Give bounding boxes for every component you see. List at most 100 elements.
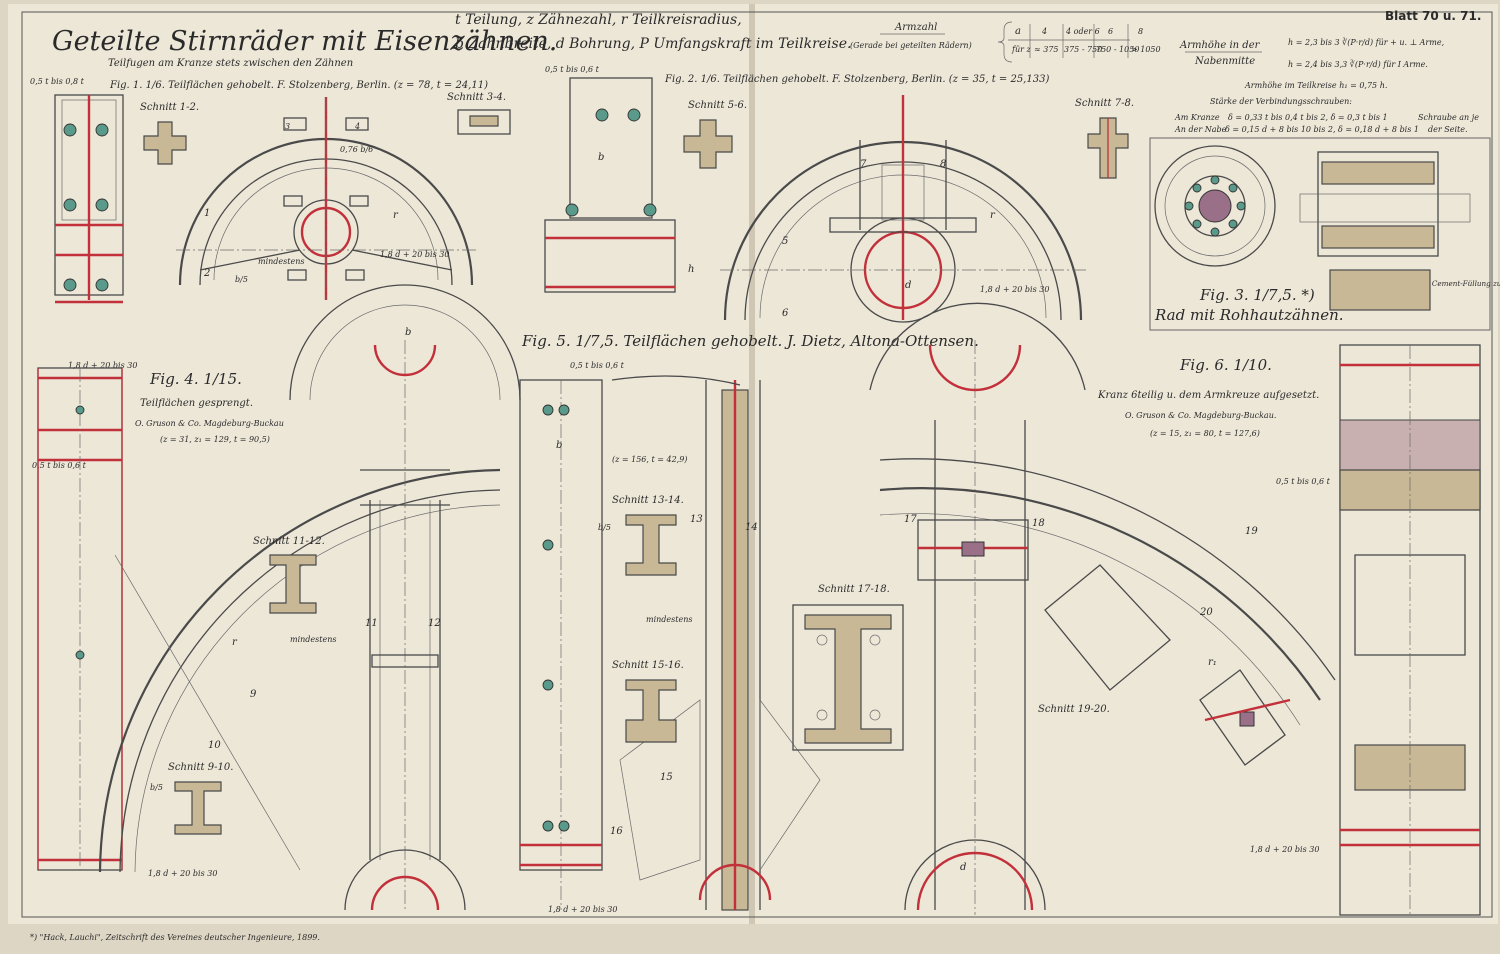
fig5-label-14: 14 — [745, 522, 758, 533]
armzahl-range-3: 750 - 1050 — [1096, 45, 1139, 54]
armzahl-note: (Gerade bei geteilten Rädern) — [850, 41, 972, 50]
fig4-bottom-dim: 1,8 d + 20 bis 30 — [148, 869, 217, 878]
sheet-border — [21, 11, 1493, 918]
fig5-label-16: 16 — [610, 826, 623, 837]
section-I-shape — [269, 554, 317, 614]
fig2-dim-top: 0,5 t bis 0,6 t — [545, 65, 600, 74]
figure-5: Fig. 5. 1/7,5. Teilflächen gehobelt. J. … — [519, 332, 979, 914]
fig5-caption: Fig. 5. 1/7,5. Teilflächen gehobelt. J. … — [521, 332, 979, 350]
fig1-hub-dim: 1,8 d + 20 bis 30 — [380, 250, 449, 259]
armhoehe-label-1: Armhöhe in der — [1179, 40, 1261, 51]
fig6-wheel — [869, 302, 1336, 915]
fig6-line-1: Kranz 6teilig u. dem Armkreuze aufgesetz… — [1097, 390, 1319, 401]
fig4-label-12: 12 — [428, 618, 441, 629]
armzahl-range-4: > 1050 — [1131, 45, 1161, 54]
fig1-b-over-5: b/5 — [235, 275, 248, 284]
fig1-label-1: 1 — [204, 208, 210, 219]
armzahl-range-2: 375 - 750 — [1064, 45, 1102, 54]
armzahl-value-2: 4 oder 6 — [1065, 27, 1100, 36]
armzahl-value-3: 6 — [1108, 27, 1113, 36]
fig6-line-2: O. Gruson & Co. Magdeburg-Buckau. — [1125, 411, 1276, 420]
fig1-label-3: 3 — [285, 122, 290, 131]
fig1-caption: Fig. 1. 1/6. Teilflächen gehobelt. F. St… — [109, 80, 488, 91]
fig3-side-view — [1317, 151, 1439, 257]
bolt-hole — [63, 278, 77, 292]
an-der-nabe-formula: δ = 0,15 d + 8 bis 10 bis 2, δ = 0,18 d … — [1225, 125, 1419, 134]
fig3-cement-note: Cement-Füllung zur Vermeidung des Lösens… — [1432, 279, 1500, 288]
bolt-hole — [95, 123, 109, 137]
fig5-label-15: 15 — [660, 772, 673, 783]
fig5-mindestens: mindestens — [646, 615, 692, 624]
sheet-subtitle: Teilfugen am Kranze stets zwischen den Z… — [108, 58, 353, 69]
fig5-schnitt-1516: Schnitt 15-16. — [612, 660, 684, 671]
an-der-nabe-label: An der Nabe — [1174, 125, 1227, 134]
bolt-hole — [95, 198, 109, 212]
section-1718-frame — [792, 604, 904, 751]
fig6-d-label: d — [960, 862, 966, 873]
figure-3: Fig. 3. 1/7,5. *) Rad mit Rohhautzähnen.… — [1149, 137, 1500, 331]
fig4-r-label: r — [232, 637, 238, 648]
fig4-mid-dim: 0,5 t bis 0,6 t — [32, 461, 87, 470]
fig6-side-dim: 0,5 t bis 0,6 t — [1276, 477, 1331, 486]
schrauben-title: Stärke der Verbindungsschrauben: — [1210, 97, 1352, 106]
fig2-label-6: 6 — [782, 308, 789, 319]
figure-2: Fig. 2. 1/6. Teilflächen gehobelt. F. St… — [544, 65, 1134, 323]
fig1-r-label: r — [393, 210, 399, 221]
fig5-bottom-dim: 1,8 d + 20 bis 30 — [548, 905, 617, 914]
bolt-hole — [595, 108, 609, 122]
fig6-label-17: 17 — [904, 514, 917, 525]
fig5-dim-top: 0,5 t bis 0,6 t — [570, 361, 625, 370]
armzahl-value-1: 4 — [1041, 27, 1047, 36]
armzahl-value-4: 8 — [1138, 27, 1143, 36]
legend-line-1: t Teilung, z Zähnezahl, r Teilkreisradiu… — [455, 12, 742, 28]
figure-6: Fig. 6. 1/10. Kranz 6teilig u. dem Armkr… — [792, 302, 1481, 916]
armhoehe-label-2: Nabenmitte — [1194, 56, 1255, 67]
fig4-line-2: O. Gruson & Co. Magdeburg-Buckau — [135, 419, 284, 428]
fig5-side-view — [519, 379, 603, 910]
fig6-r1-label: r₁ — [1208, 657, 1217, 668]
schrauben-note-1: Schraube an je — [1418, 113, 1479, 122]
fig4-label-9: 9 — [250, 689, 257, 700]
bolt-hole — [643, 203, 657, 217]
bolt-hole — [627, 108, 641, 122]
legend-line-2: b Zahnbreite, d Bohrung, P Umfangskraft … — [455, 36, 851, 52]
fig5-b-label: b — [556, 440, 562, 451]
fig1-schnitt-34: Schnitt 3-4. — [447, 92, 506, 103]
fig2-d-label: d — [905, 280, 911, 291]
fig1-schnitt-12: Schnitt 1-2. — [140, 102, 199, 113]
schrauben-note-2: der Seite. — [1428, 125, 1468, 134]
armzahl-a: a — [1015, 26, 1021, 37]
armzahl-range-1: ≈ 375 — [1034, 45, 1059, 54]
fig6-label-18: 18 — [1032, 518, 1045, 529]
sheet-title: Geteilte Stirnräder mit Eisenzähnen. — [52, 26, 557, 57]
fig2-r-label: r — [990, 210, 996, 221]
fig5-label-13: 13 — [690, 514, 703, 525]
section-I-shape — [625, 514, 677, 576]
armzahl-fuer-z: für z — [1011, 45, 1031, 54]
fig4-mindestens: mindestens — [290, 635, 336, 644]
section-cross-shape — [143, 121, 187, 165]
fig2-hub-dim: 1,8 d + 20 bis 30 — [980, 285, 1049, 294]
section-I-shape — [804, 614, 892, 744]
fig6-side-view — [1339, 344, 1481, 916]
section-I-shape — [625, 679, 677, 743]
fig4-params: (z = 31, z₁ = 129, t = 90,5) — [160, 435, 270, 444]
section-cross-shape — [683, 119, 733, 169]
fig4-schnitt-910: Schnitt 9-10. — [168, 762, 233, 773]
am-kranze-label: Am Kranze — [1174, 113, 1220, 122]
fig3-subcaption: Rad mit Rohhautzähnen. — [1154, 306, 1344, 324]
fig6-label-19: 19 — [1245, 526, 1258, 537]
armzahl-title: Armzahl — [894, 22, 937, 33]
bolt-hole — [95, 278, 109, 292]
fig1-thickness: 0,76 b/6 — [340, 145, 373, 154]
fig2-wheel — [720, 95, 1086, 323]
fig5-params: (z = 156, t = 42,9) — [612, 455, 687, 464]
fig3-caption: Fig. 3. 1/7,5. *) — [1199, 286, 1315, 304]
fig6-params: (z = 15, z₁ = 80, t = 127,6) — [1150, 429, 1260, 438]
fig4-b-over-5: b/5 — [150, 783, 163, 792]
armzahl-table: Armzahl (Gerade bei geteilten Rädern) a … — [850, 21, 1161, 63]
fig2-caption: Fig. 2. 1/6. Teilflächen gehobelt. F. St… — [664, 74, 1049, 85]
armhoehe-formulas: Armhöhe in der Nabenmitte h = 2,3 bis 3 … — [1174, 37, 1479, 134]
